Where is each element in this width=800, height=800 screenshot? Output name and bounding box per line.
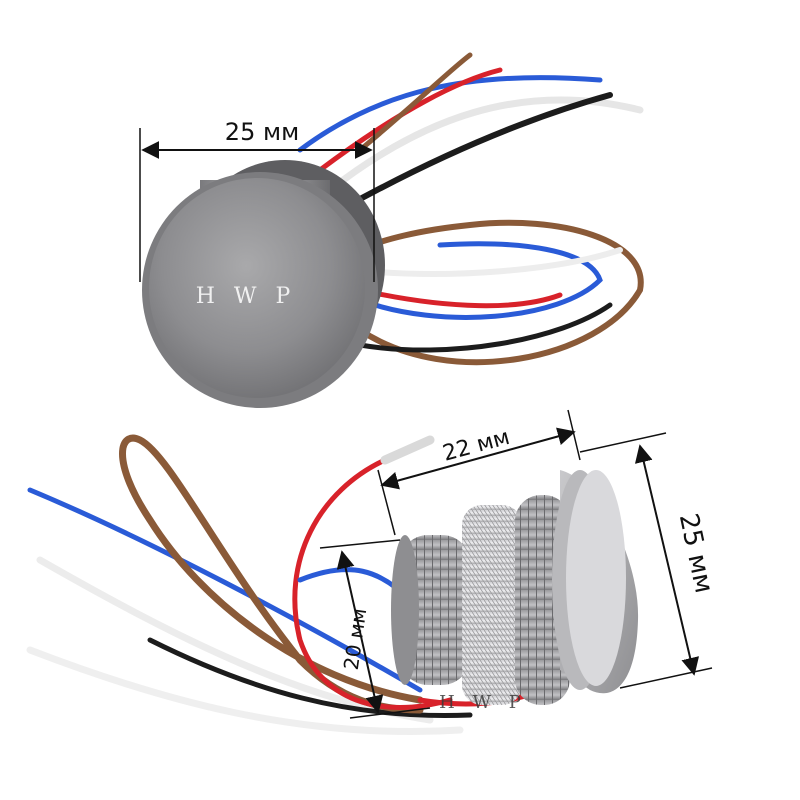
top-wire-loop-red [357, 287, 563, 309]
knurled-nut [462, 505, 522, 705]
top-wire-brown [357, 52, 473, 153]
bottom-watermark: H W P [439, 692, 527, 713]
top-wires [297, 52, 644, 366]
thread-section [400, 535, 470, 685]
top-wire-loop-brown [357, 219, 644, 366]
top-photo: H W P 25 мм [139, 52, 644, 408]
length-dimension-label: 22 мм [440, 425, 512, 467]
top-wire-loop-black [357, 302, 613, 353]
top-wire-loop-white [352, 247, 623, 277]
thread-dimension-line [336, 550, 384, 714]
diameter-dimension-line [634, 444, 700, 676]
bottom-button: H W P [391, 470, 639, 713]
bottom-photo: H W P 22 мм 20 мм 25 мм [26, 409, 719, 736]
bottom-wire-black [147, 637, 473, 719]
top-watermark: H W P [196, 284, 297, 309]
top-wire-loop-blue [357, 241, 603, 320]
top-dimension-label: 25 мм [225, 118, 299, 146]
bottom-wire-white-2 [26, 646, 464, 736]
length-dimension-line [380, 427, 576, 490]
top-wire-white [326, 96, 644, 194]
bottom-wire-white [36, 556, 434, 724]
top-dimension: 25 мм [139, 118, 375, 282]
top-button-face [149, 178, 365, 398]
bottom-wire-red [292, 457, 453, 710]
thread-dimension: 20 мм [319, 539, 431, 719]
bottom-wire-stub [380, 435, 435, 465]
diameter-dimension-label: 25 мм [673, 511, 719, 596]
top-wire-black [337, 92, 613, 213]
top-button: H W P [142, 160, 385, 408]
